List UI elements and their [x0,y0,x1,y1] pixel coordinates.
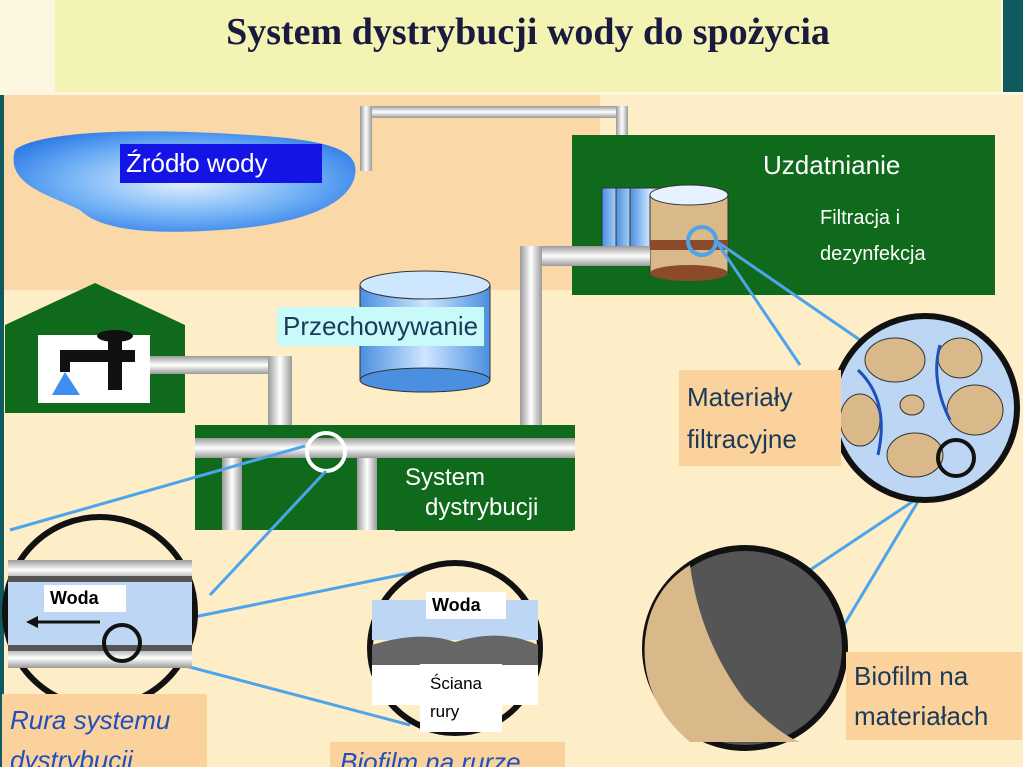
distribution-branch-2 [357,458,377,530]
intake-pipe-horizontal [360,106,628,118]
water-wall-label: Woda [426,592,506,619]
treatment-label: Uzdatnianie [755,144,950,190]
distribution-branch-1 [222,458,242,530]
house [5,283,185,413]
treatment-sub-label: Filtracja i dezynfekcja [810,194,962,276]
treatment-outlet-pipe [530,246,650,266]
title-bar [55,0,1001,92]
distribution-main-pipe [195,438,575,458]
page-title: System dystrybucji wody do spożycia [226,11,830,53]
filter-materials-label: Materiały filtracyjne [679,370,841,466]
water-pipe-label: Woda [44,585,126,612]
filter-material-closeup [830,313,1020,503]
biofilm-pipe-label: Biofilm na rurze [330,742,565,767]
pipe-system-label: Rura systemu dystrybucji [2,694,207,767]
title-accent-bar [1003,0,1023,92]
pipe-wall-line-2: rury [430,702,460,721]
pipe-wall-line-1: Ściana [430,674,482,693]
distribution-line-1: System [405,464,486,491]
pipe-wall-label: Ściana rury [420,664,502,732]
pipe-system-line-2: dystrybucji [10,745,133,767]
distribution-label: System dystrybucji [395,459,573,531]
filter-materials-line-2: filtracyjne [687,424,797,454]
biofilm-materials-line-2: materiałach [854,701,989,731]
riser-pipe [520,246,542,438]
filter-materials-line-1: Materiały [687,382,793,412]
material-biofilm-closeup [642,545,848,751]
pipe-cross-section [2,514,198,710]
biofilm-materials-label: Biofilm na materiałach [846,652,1022,740]
house-supply-pipe [150,356,280,374]
treatment-sub-line-1: Filtracja i [820,207,901,229]
treatment-sub-line-2: dezynfekcja [820,243,926,265]
pipe-system-line-1: Rura systemu [10,705,171,735]
left-edge-bar [0,95,4,767]
source-label: Źródło wody [120,144,322,183]
intake-pipe-down [360,106,372,171]
distribution-line-2: dystrybucji [425,494,539,521]
storage-label: Przechowywanie [277,307,485,346]
biofilm-materials-line-1: Biofilm na [854,661,969,691]
house-supply-riser [268,356,292,438]
